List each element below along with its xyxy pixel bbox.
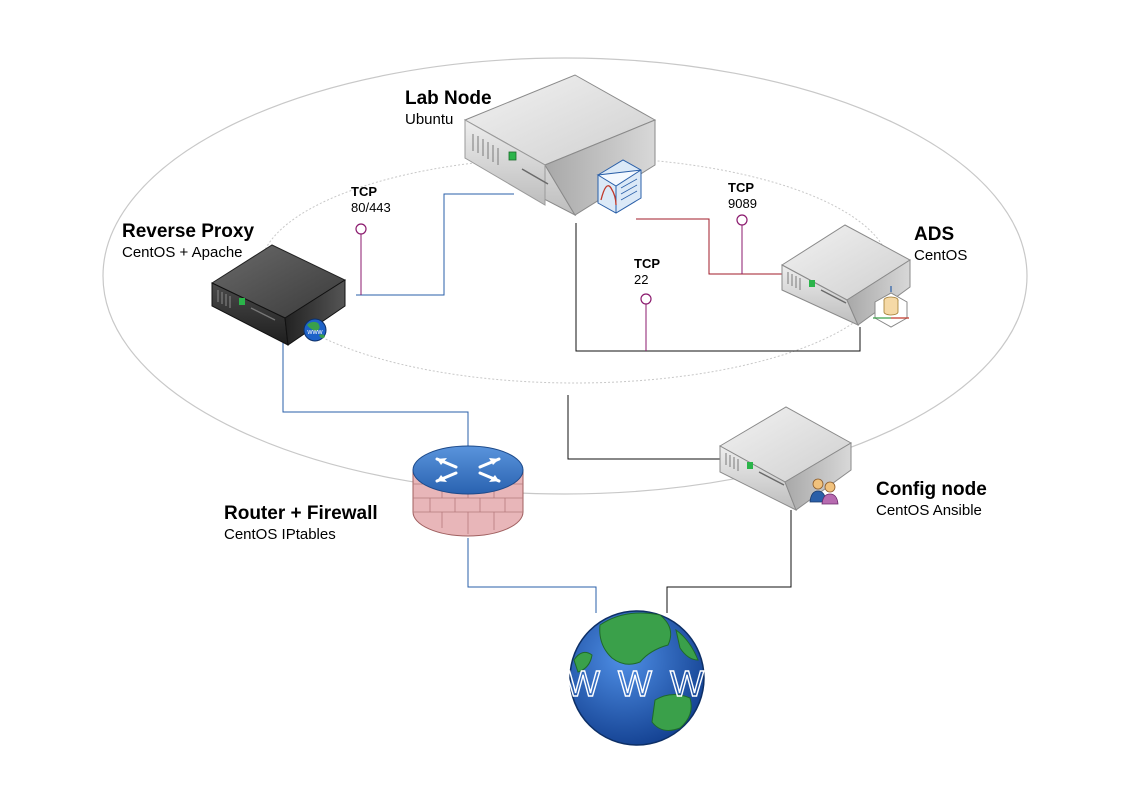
link-proxy-to-labnode [356,193,514,296]
link-labnode-to-ads-ssh [575,223,861,352]
port-marker-ssh [640,293,652,351]
lab-node-app-icon [596,159,642,214]
port-label-ssh: TCP 22 [634,256,660,289]
web-globe-badge-icon: www [303,318,327,342]
port-marker-web [355,223,367,295]
router-firewall-label: Router + Firewall CentOS IPtables [224,503,378,544]
internet-globe-icon[interactable]: W W W [565,610,708,746]
ads-server-icon[interactable] [781,224,911,327]
lab-node-label: Lab Node Ubuntu [405,88,492,129]
ads-label: ADS CentOS [914,224,967,265]
port-ads-number: 9089 [728,196,757,212]
lab-node-subtitle: Ubuntu [405,110,454,128]
lab-node-title: Lab Node [405,88,492,109]
config-node-label: Config node CentOS Ansible [876,479,987,520]
ads-title: ADS [914,224,955,245]
config-node-server-icon[interactable] [718,406,853,512]
router-firewall-icon[interactable] [412,445,524,537]
svg-text:www: www [306,329,323,336]
port-marker-ads [736,214,748,274]
reverse-proxy-server-icon[interactable] [210,244,347,346]
link-config-to-internet [666,510,792,613]
globe-www-text: W W W [566,663,708,704]
link-router-to-internet [467,538,597,613]
port-ssh-protocol: TCP [634,256,660,271]
port-ads-protocol: TCP [728,180,754,195]
reverse-proxy-label: Reverse Proxy CentOS + Apache [122,221,254,262]
port-web-protocol: TCP [351,184,377,199]
link-proxy-to-router [282,342,469,446]
port-ssh-number: 22 [634,272,649,288]
link-labnode-to-ads [636,218,782,275]
reverse-proxy-title: Reverse Proxy [122,221,255,242]
port-label-web: TCP 80/443 [351,184,391,217]
reverse-proxy-subtitle: CentOS + Apache [122,243,243,261]
config-node-title: Config node [876,479,987,500]
lab-node-server-icon[interactable] [463,74,657,217]
link-config-to-cluster [567,395,722,460]
port-web-number: 80/443 [351,200,391,216]
router-firewall-subtitle: CentOS IPtables [224,525,336,543]
ads-subtitle: CentOS [914,246,968,264]
users-badge-icon [809,478,839,505]
router-firewall-title: Router + Firewall [224,503,378,524]
port-label-ads: TCP 9089 [728,180,757,213]
outer-zone-ellipse [102,57,1028,495]
database-badge-icon [873,286,909,328]
config-node-subtitle: CentOS Ansible [876,501,982,519]
